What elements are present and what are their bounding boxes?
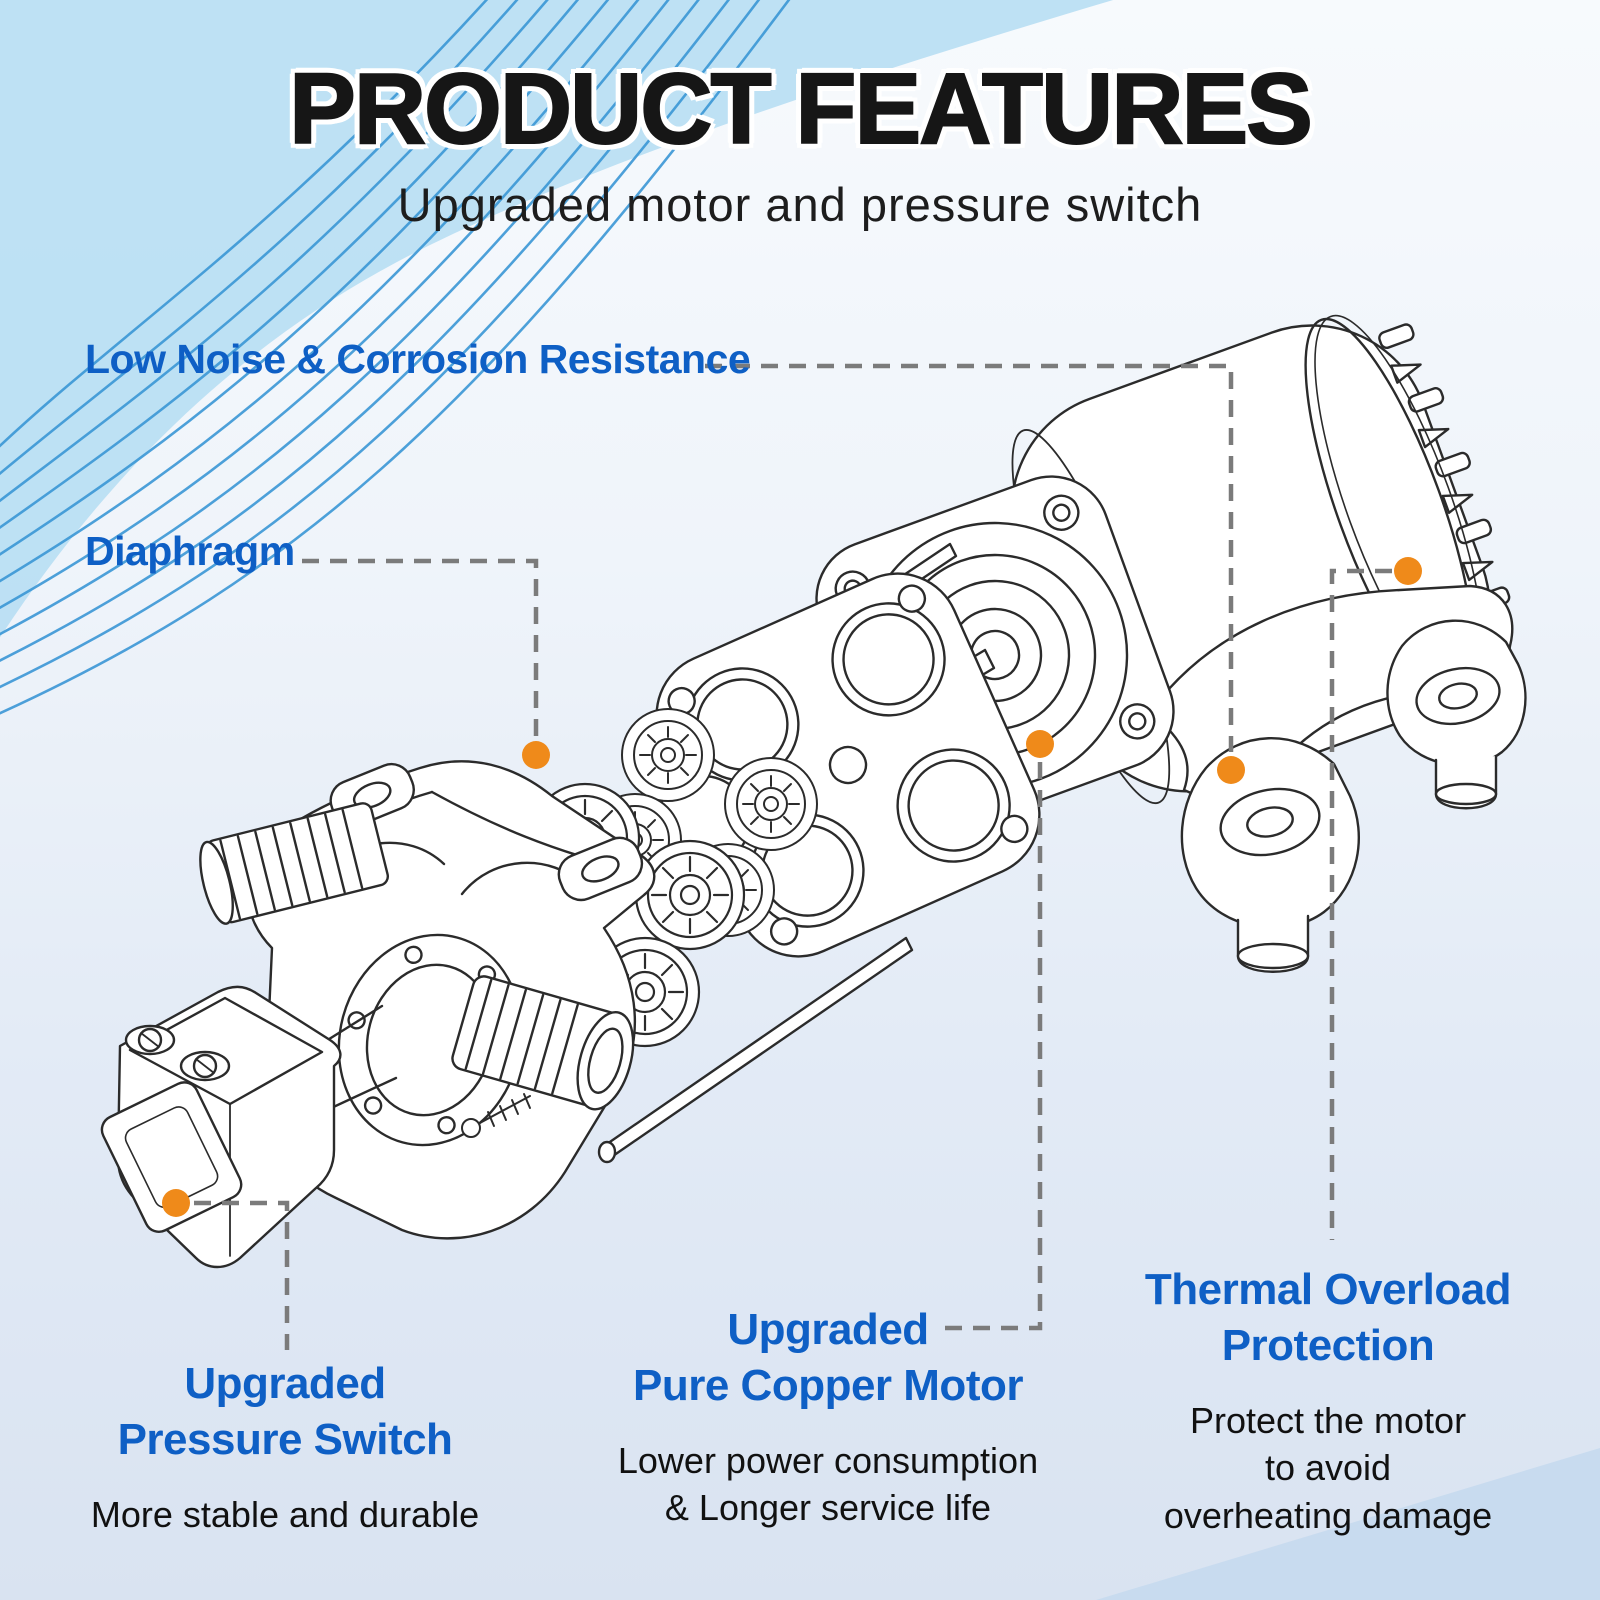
callout-pressure-switch-desc: More stable and durable [90, 1493, 480, 1535]
marker-low-noise [1217, 756, 1245, 784]
connector-pure-copper-motor [944, 762, 1043, 1331]
part-markers [162, 557, 1422, 1217]
callout-thermal-overload-title: Thermal Overload Protection [1144, 1265, 1512, 1371]
threaded-port-front [451, 975, 635, 1111]
mounting-bracket [1148, 584, 1527, 973]
callout-pure-copper-motor: Upgraded Pure Copper Motor Lower power c… [588, 1302, 1068, 1532]
label-low-noise: Low Noise & Corrosion Resistance [85, 336, 751, 382]
page-title: PRODUCT FEATURES [288, 52, 1314, 166]
connector-pressure-switch [194, 1200, 290, 1350]
callout-thermal-overload-desc: Protect the motor to avoid overheating d… [1163, 1399, 1493, 1536]
label-diaphragm: Diaphragm [85, 528, 295, 574]
marker-diaphragm [522, 741, 550, 769]
page-subtitle: Upgraded motor and pressure switch [397, 178, 1203, 231]
marker-pressure-switch [162, 1189, 190, 1217]
callout-thermal-overload: Thermal Overload Protection Protect the … [1088, 1262, 1568, 1539]
pressure-switch [100, 985, 342, 1269]
callout-pressure-switch: Upgraded Pressure Switch More stable and… [45, 1356, 525, 1538]
callout-pure-copper-motor-desc: Lower power consumption & Longer service… [617, 1439, 1039, 1529]
threaded-port-left [199, 802, 390, 925]
marker-pure-copper-motor [1026, 730, 1054, 758]
connector-diaphragm [302, 558, 539, 736]
callout-pressure-switch-title: Upgraded Pressure Switch [117, 1359, 453, 1465]
marker-thermal-overload [1394, 557, 1422, 585]
connector-thermal-overload [1329, 568, 1392, 1240]
pump-head-valve-housing [199, 760, 656, 1240]
callout-pure-copper-motor-title: Upgraded Pure Copper Motor [633, 1305, 1023, 1411]
